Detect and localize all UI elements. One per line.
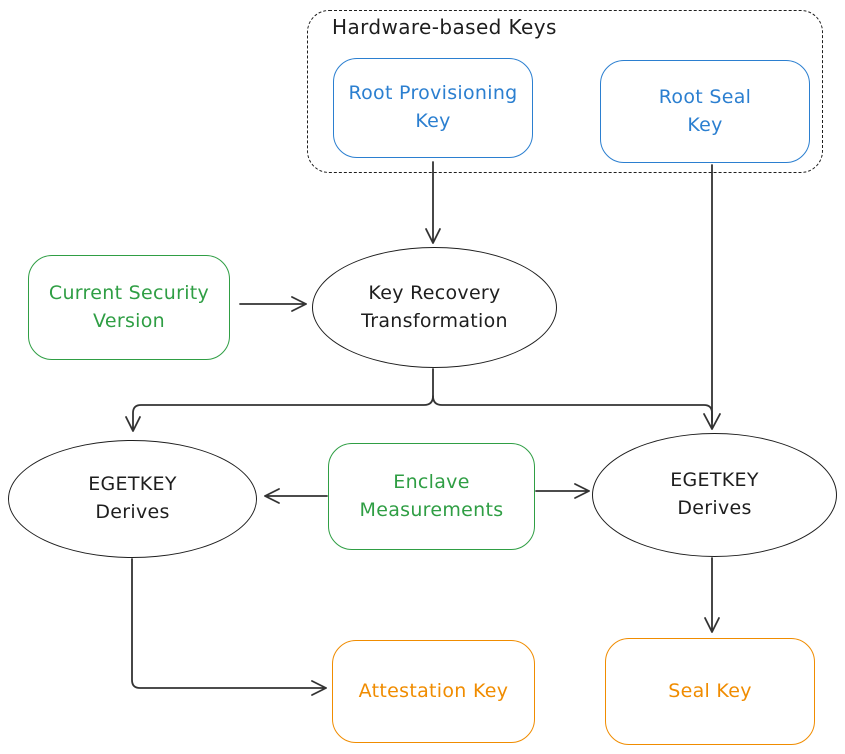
node-label-root-seal-key: Root Seal Key (658, 85, 752, 136)
node-label-key-recovery-transformation: Key Recovery Transformation (361, 281, 508, 332)
node-label-root-provisioning-key: Root Provisioning Key (348, 82, 518, 132)
node-root-provisioning-key: Root Provisioning Key (333, 58, 533, 158)
node-seal-key: Seal Key (605, 638, 815, 745)
arrow-em-to-egetkey-right (535, 483, 590, 499)
arrow-egetkey-right-to-seal (704, 557, 720, 633)
node-attestation-key: Attestation Key (332, 640, 535, 743)
node-label-seal-key: Seal Key (668, 679, 752, 702)
node-label-egetkey-derives-right: EGETKEY Derives (670, 469, 759, 519)
arrow-rsk-to-egetkey-right (703, 164, 721, 430)
arrow-rpk-to-krt (425, 161, 441, 244)
node-enclave-measurements: Enclave Measurements (328, 443, 535, 550)
arrow-csv-to-krt (239, 296, 307, 312)
node-key-recovery-transformation: Key Recovery Transformation (312, 247, 557, 368)
node-current-security-version: Current Security Version (28, 255, 230, 360)
arrow-krt-to-egetkey-right (432, 395, 713, 423)
node-root-seal-key: Root Seal Key (600, 60, 810, 163)
arrow-em-to-egetkey-left (264, 488, 328, 504)
hardware-keys-group-title: Hardware-based Keys (332, 15, 557, 39)
arrow-krt-to-egetkey-left (125, 368, 434, 432)
node-egetkey-derives-left: EGETKEY Derives (8, 440, 257, 558)
node-label-egetkey-derives-left: EGETKEY Derives (88, 473, 177, 523)
node-label-attestation-key: Attestation Key (358, 679, 509, 702)
node-label-current-security-version: Current Security Version (48, 281, 210, 332)
node-egetkey-derives-right: EGETKEY Derives (592, 433, 837, 557)
arrow-egetkey-left-to-attestation (131, 558, 327, 696)
hardware-keys-group (307, 10, 823, 173)
node-label-enclave-measurements: Enclave Measurements (359, 470, 504, 521)
